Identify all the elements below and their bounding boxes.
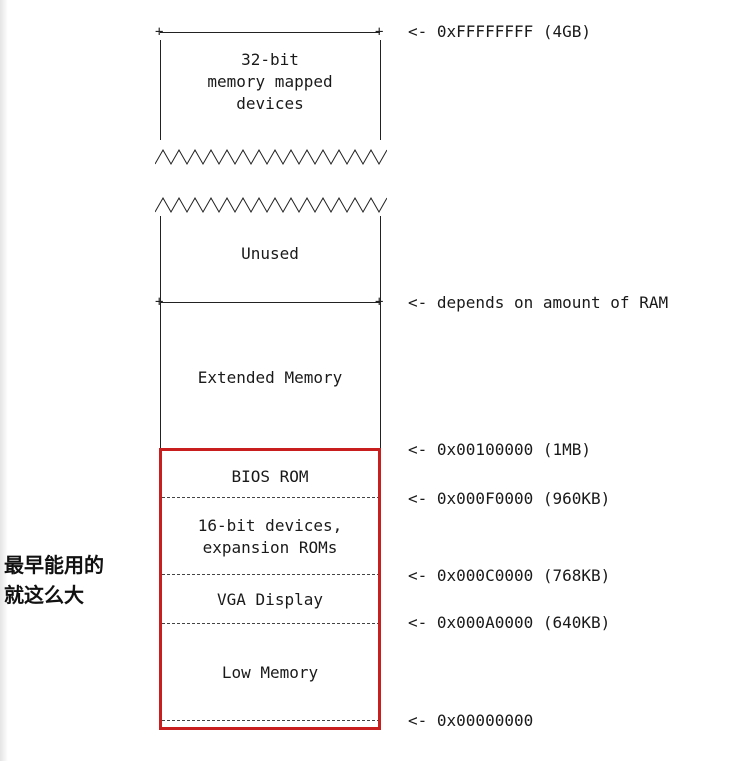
break-marker-top [155, 148, 387, 166]
region-bios-rom: BIOS ROM [231, 467, 309, 486]
address-768kb: <- 0x000C0000 (768KB) [408, 566, 611, 585]
side-line [380, 40, 381, 140]
corner-marker: + [155, 24, 164, 40]
region-low-memory: Low Memory [221, 663, 319, 682]
region-mmio: 32-bit memory mapped devices [207, 50, 333, 113]
left-edge-shadow [0, 0, 8, 761]
corner-marker: + [375, 294, 384, 310]
address-4gb: <- 0xFFFFFFFF (4GB) [408, 22, 592, 41]
boundary-ram [160, 302, 380, 303]
corner-marker: + [155, 294, 164, 310]
side-line [160, 216, 161, 462]
break-marker-bottom [155, 196, 387, 214]
region-expansion-roms: 16-bit devices, expansion ROMs [197, 516, 343, 557]
corner-marker: + [375, 24, 384, 40]
boundary-960kb [162, 497, 380, 498]
boundary-768kb [162, 574, 380, 575]
address-960kb: <- 0x000F0000 (960KB) [408, 489, 611, 508]
boundary-640kb [162, 623, 380, 624]
region-unused: Unused [241, 244, 299, 263]
address-1mb: <- 0x00100000 (1MB) [408, 440, 592, 459]
boundary-top [160, 32, 380, 33]
region-vga-display: VGA Display [217, 590, 323, 609]
region-extended-memory: Extended Memory [197, 368, 343, 387]
address-zero: <- 0x00000000 [408, 711, 534, 730]
side-line [380, 216, 381, 462]
annotation-text: 最早能用的 就这么大 [4, 553, 104, 607]
boundary-zero [162, 720, 380, 721]
address-ram: <- depends on amount of RAM [408, 293, 669, 312]
highlight-box [159, 448, 381, 730]
side-line [160, 40, 161, 140]
address-640kb: <- 0x000A0000 (640KB) [408, 613, 611, 632]
